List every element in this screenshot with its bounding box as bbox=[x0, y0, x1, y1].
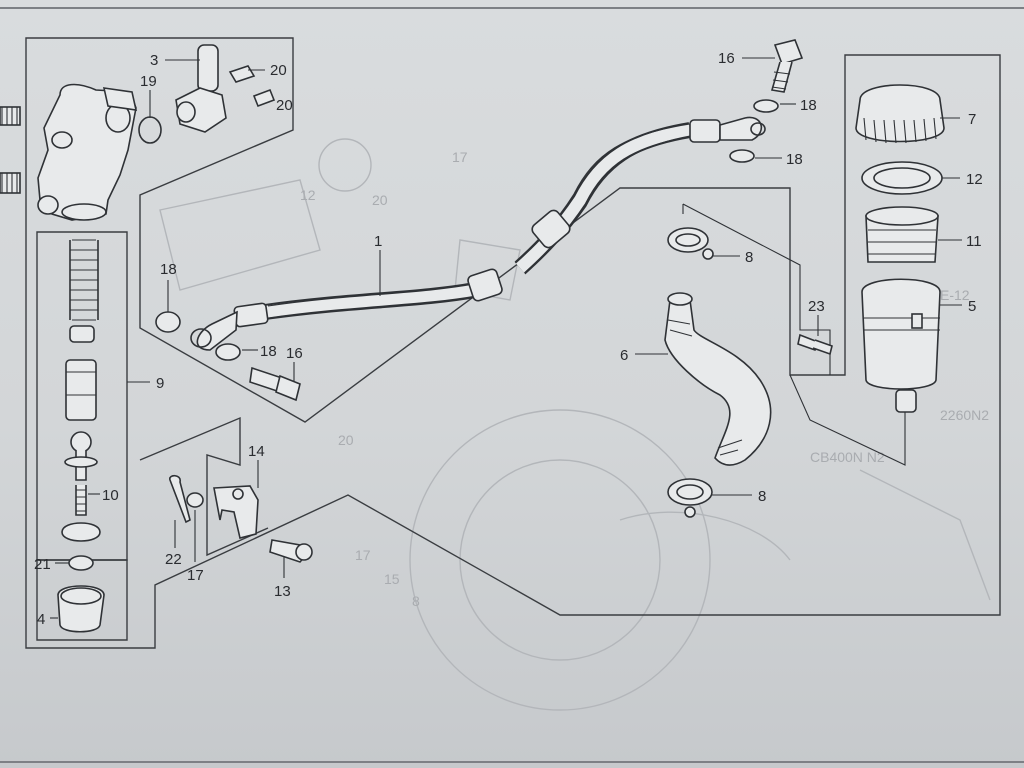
callout-14: 14 bbox=[248, 443, 265, 460]
ghost-label: 17 bbox=[452, 149, 468, 165]
callout-3: 3 bbox=[150, 52, 158, 69]
reservoir-fitting bbox=[138, 44, 276, 144]
banjo-bolts bbox=[155, 39, 804, 402]
callout-12: 12 bbox=[966, 171, 983, 188]
bleed-through-layer: 17 20 12 E-12 20 17 15 8 2260N2 CB400N N… bbox=[159, 138, 991, 711]
callout-18-upper: 18 bbox=[800, 97, 817, 114]
callout-19: 19 bbox=[140, 73, 157, 90]
ghost-label: 8 bbox=[412, 593, 420, 609]
callout-20-lower: 20 bbox=[276, 97, 293, 114]
callout-18-mid: 18 bbox=[786, 151, 803, 168]
callout-16-upper: 16 bbox=[718, 50, 735, 67]
master-cylinder-body bbox=[37, 83, 138, 221]
callout-11: 11 bbox=[966, 233, 982, 250]
ghost-label: 20 bbox=[372, 192, 388, 208]
ghost-label: 2260N2 bbox=[940, 407, 989, 423]
leader-lines bbox=[50, 57, 962, 619]
clevis-parts bbox=[169, 474, 313, 563]
callout-20-upper: 20 bbox=[270, 62, 287, 79]
brake-hose-assembly bbox=[190, 116, 766, 351]
callout-5: 5 bbox=[968, 298, 976, 315]
ghost-label: CB400N N2 bbox=[810, 449, 885, 465]
callout-18-low: 18 bbox=[260, 343, 277, 360]
callout-22: 22 bbox=[165, 551, 182, 568]
ghost-label: E-12 bbox=[940, 287, 970, 303]
master-cylinder-frame bbox=[25, 37, 1001, 649]
ghost-label: 15 bbox=[384, 571, 400, 587]
callout-1: 1 bbox=[374, 233, 382, 250]
ghost-label: 17 bbox=[355, 547, 371, 563]
callout-8-upper: 8 bbox=[745, 249, 753, 266]
callout-10: 10 bbox=[102, 487, 119, 504]
piston-set bbox=[57, 239, 105, 633]
callout-7: 7 bbox=[968, 111, 976, 128]
ghost-label: 20 bbox=[338, 432, 354, 448]
callout-21: 21 bbox=[34, 556, 51, 573]
callout-13: 13 bbox=[274, 583, 291, 600]
callout-6: 6 bbox=[620, 347, 628, 364]
callout-18-left: 18 bbox=[160, 261, 177, 278]
clevis-frame bbox=[139, 416, 269, 557]
return-hose bbox=[664, 227, 833, 518]
callout-4: 4 bbox=[37, 611, 45, 628]
callout-23: 23 bbox=[808, 298, 825, 315]
callout-labels: 1 3 4 5 6 7 8 8 9 10 11 12 13 14 16 16 1… bbox=[34, 50, 983, 628]
stray-bolt-ends bbox=[0, 106, 21, 194]
callout-9: 9 bbox=[156, 375, 164, 392]
callout-16-lower: 16 bbox=[286, 345, 303, 362]
callout-17: 17 bbox=[187, 567, 204, 584]
ghost-label: 12 bbox=[300, 187, 316, 203]
group-frames bbox=[25, 37, 1001, 649]
reservoir-assembly bbox=[855, 84, 945, 413]
boot-frame bbox=[36, 559, 128, 641]
callout-8-lower: 8 bbox=[758, 488, 766, 505]
